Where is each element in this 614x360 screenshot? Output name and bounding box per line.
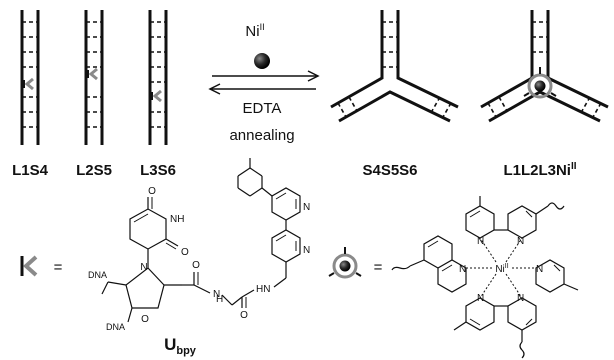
reverse-reagent-label: EDTA (243, 100, 282, 117)
atom-label: N (459, 264, 466, 275)
nickel-atom-label: NiII (495, 263, 508, 275)
atom-label: H (216, 294, 223, 305)
atom-label: NH (170, 214, 184, 225)
atom-label: HN (256, 284, 270, 295)
duplex-l2s5: L2S5 (76, 10, 112, 179)
ubpy-structure (101, 158, 301, 323)
atom-label: O (240, 310, 248, 321)
base-pairs (22, 21, 38, 128)
legend-complex: = (328, 196, 579, 359)
atom-label: N (517, 236, 524, 247)
condition-label: annealing (229, 127, 294, 144)
nickel-complex-marker-icon (523, 67, 557, 99)
atom-label: N (213, 289, 220, 300)
dna-label: DNA (106, 322, 125, 332)
duplex-label: L2S5 (76, 162, 112, 179)
reverse-arrow-icon (208, 83, 316, 95)
forward-arrow-icon (212, 70, 320, 82)
dna-label: DNA (88, 270, 107, 280)
ni-tris-bipyridine-structure (391, 196, 579, 359)
base-pairs (337, 21, 452, 118)
bipyridine-marker-icon (23, 77, 34, 91)
nickel-complex-marker-icon (328, 247, 362, 279)
base-pairs (150, 21, 166, 128)
atom-label: O (181, 247, 189, 258)
legend-nucleoside: = (20, 158, 310, 357)
junction-s4s5s6: S4S5S6 (330, 10, 459, 179)
atom-label: O (192, 260, 200, 271)
junction-label: L1L2L3NiII (503, 161, 576, 179)
base-pairs (487, 21, 602, 118)
equals-sign: = (374, 259, 383, 276)
atom-label: N (303, 202, 310, 213)
duplex-l1s4: L1S4 (12, 10, 49, 179)
duplex-label: L1S4 (12, 162, 49, 179)
metal-ion-sphere-icon (254, 53, 270, 69)
bipyridine-marker-icon (151, 89, 162, 103)
duplex-l3s6: L3S6 (140, 10, 176, 179)
junction-l1l2l3ni: L1L2L3NiII (480, 10, 609, 179)
atom-label: N (303, 245, 310, 256)
base-pairs (86, 21, 102, 128)
atom-label: N (536, 264, 543, 275)
metal-label: NiII (245, 22, 264, 40)
atom-label: O (148, 186, 156, 197)
atom-label: N (517, 293, 524, 304)
atom-label: N (140, 262, 147, 273)
nucleoside-name: Ubpy (164, 335, 197, 357)
atom-label: O (141, 314, 149, 325)
duplex-label: L3S6 (140, 162, 176, 179)
equals-sign: = (54, 259, 63, 276)
atom-label: N (477, 293, 484, 304)
atom-label: N (477, 236, 484, 247)
junction-label: S4S5S6 (362, 162, 417, 179)
bipyridine-marker-icon (20, 255, 38, 277)
reaction-arrows: NiII EDTA annealing (208, 22, 320, 144)
bipyridine-marker-icon (87, 67, 98, 81)
